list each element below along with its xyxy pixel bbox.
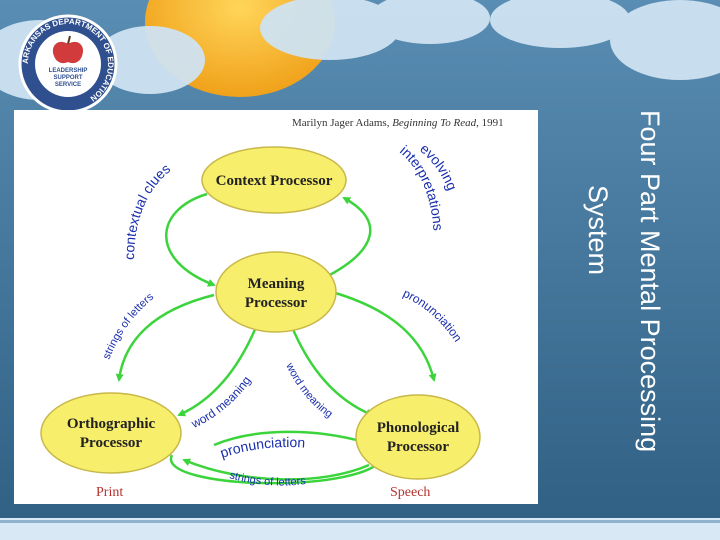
meaning-processor-node: Meaning Processor [215, 251, 337, 333]
citation: Marilyn Jager Adams, Beginning To Read, … [292, 117, 504, 129]
slide-title: Four Part Mental Processing System [580, 110, 680, 490]
svg-text:SUPPORT: SUPPORT [53, 75, 82, 81]
svg-text:Processor: Processor [80, 435, 143, 451]
four-part-processor-diagram: Marilyn Jager Adams, Beginning To Read, … [40, 117, 504, 500]
education-department-logo: ARKANSAS DEPARTMENT OF EDUCATION LEADERS… [18, 14, 118, 114]
svg-text:Processor: Processor [387, 439, 450, 455]
svg-text:Orthographic: Orthographic [67, 416, 156, 432]
apple-icon [52, 41, 84, 64]
label-strings-of-letters-bottom: strings of letters [228, 469, 307, 488]
slide-title-line-1: Four Part Mental Processing [635, 110, 665, 453]
svg-text:Context Processor: Context Processor [216, 173, 333, 189]
caption-print: Print [96, 485, 123, 500]
orthographic-processor-node: Orthographic Processor [40, 392, 182, 474]
context-processor-node: Context Processor [201, 146, 347, 214]
svg-text:Phonological: Phonological [377, 420, 460, 436]
caption-speech: Speech [390, 485, 430, 500]
svg-text:LEADERSHIP: LEADERSHIP [49, 68, 88, 74]
label-word-meaning-right: word meaning [283, 360, 335, 420]
label-contextual-clues: contextual clues [121, 160, 173, 260]
slide-title-line-2: System [583, 184, 613, 276]
svg-text:Processor: Processor [245, 295, 308, 311]
svg-text:SERVICE: SERVICE [55, 82, 81, 88]
phonological-processor-node: Phonological Processor [355, 394, 481, 480]
bottom-strip [0, 518, 720, 540]
svg-text:Meaning: Meaning [248, 276, 305, 292]
diagram-panel: Marilyn Jager Adams, Beginning To Read, … [14, 110, 538, 504]
